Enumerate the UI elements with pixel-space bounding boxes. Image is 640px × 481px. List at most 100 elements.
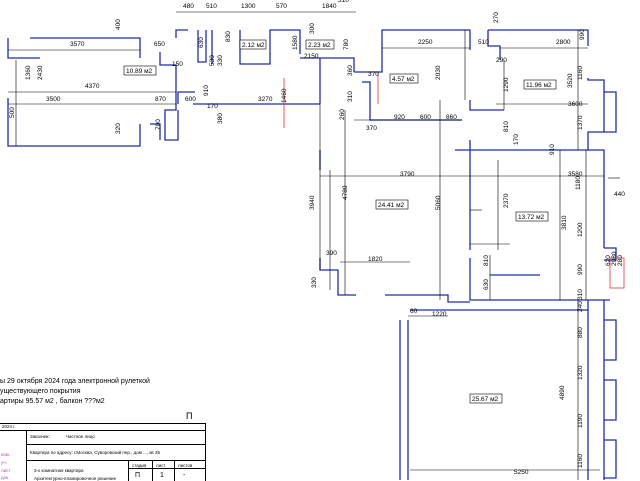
dimension-label: 860 bbox=[446, 114, 457, 121]
dimension-label: 570 bbox=[276, 3, 287, 10]
dimension-label: 700 bbox=[155, 119, 162, 130]
room-area-labels: 10.89 м2 2.12 м2 2.23 м2 4.57 м2 11.96 м2 24.… bbox=[123, 39, 557, 404]
stamp-flat-type: 3-х комнатная квартира bbox=[34, 468, 84, 473]
room-area-label: 2.12 м2 bbox=[239, 39, 267, 50]
dimension-label: 380 bbox=[217, 113, 224, 124]
dimension-label: 2150 bbox=[304, 53, 319, 60]
svg-text:2.12 м2: 2.12 м2 bbox=[242, 42, 265, 49]
dimension-label: 510 bbox=[478, 39, 489, 46]
dimension-label: 990 bbox=[579, 29, 586, 40]
dimension-label: 60 bbox=[410, 308, 418, 315]
stamp-stage: П bbox=[135, 472, 141, 479]
dimension-label: 1220 bbox=[432, 311, 447, 318]
dimension-label: 990 bbox=[577, 264, 584, 275]
svg-text:25.67 м2: 25.67 м2 bbox=[472, 396, 499, 403]
dimension-label: 1300 bbox=[241, 3, 256, 10]
dimension-label: 1370 bbox=[577, 115, 584, 130]
room-area-label: 4.57 м2 bbox=[389, 73, 419, 84]
room-area-label: 24.41 м2 bbox=[375, 199, 409, 210]
dimension-label: 5250 bbox=[514, 469, 529, 476]
dimension-label: 4370 bbox=[85, 83, 100, 90]
dimension-label: 630 bbox=[198, 37, 205, 48]
room-area-label: 2.23 м2 bbox=[305, 39, 335, 50]
room-area-label: 13.72 м2 bbox=[515, 211, 549, 222]
dimension-label: 780 bbox=[343, 39, 350, 50]
dimension-label: 170 bbox=[513, 134, 520, 145]
dimension-label: 320 bbox=[115, 123, 122, 134]
dimension-label: 310 bbox=[338, 0, 349, 4]
dimension-label: 370 bbox=[366, 125, 377, 132]
dimension-label: 1160 bbox=[577, 66, 584, 80]
dimension-label: 650 bbox=[154, 41, 165, 48]
dimension-label: 1840 bbox=[322, 3, 337, 10]
dimension-label: 880 bbox=[577, 327, 584, 338]
dimension-label: 370 bbox=[368, 71, 379, 78]
dimension-label: 240 bbox=[577, 301, 584, 312]
dimension-label: 3810 bbox=[561, 215, 568, 230]
dimension-label: 4890 bbox=[559, 385, 566, 400]
dimension-label: 270 bbox=[493, 12, 500, 23]
dimension-label: 500 bbox=[9, 107, 16, 118]
dimension-label: 810 bbox=[483, 255, 490, 266]
dimension-label: 310 bbox=[347, 91, 354, 102]
stamp-side-sheet: лист bbox=[1, 468, 11, 473]
dimension-label: 3570 bbox=[70, 41, 85, 48]
stamp-customer-value: Частное лицо bbox=[66, 434, 95, 439]
dimension-label: 390 bbox=[326, 250, 337, 257]
dimension-label: 600 bbox=[420, 114, 431, 121]
dimension-label: 810 bbox=[503, 121, 510, 132]
dimension-label: 1180 bbox=[575, 176, 582, 190]
dimension-label: 3580 bbox=[568, 171, 583, 178]
dimension-label: 2800 bbox=[556, 39, 571, 46]
dimension-label: 280 bbox=[617, 255, 624, 266]
svg-text:13.72 м2: 13.72 м2 bbox=[518, 214, 545, 221]
dimension-label: 830 bbox=[225, 31, 232, 42]
dimension-label: 630 bbox=[483, 279, 490, 290]
sheet-letter: П bbox=[186, 411, 193, 421]
stamp-side-doc: док. bbox=[1, 475, 10, 480]
room-area-label: 10.89 м2 bbox=[123, 65, 157, 76]
stamp-col-sheets: листов bbox=[178, 463, 193, 468]
title-block: 2024 г. изм. уч. лист док. Заказчик: Час… bbox=[0, 423, 206, 481]
dimension-label: 360 bbox=[347, 65, 354, 76]
dimension-label: 3270 bbox=[258, 96, 273, 103]
dimension-label: 170 bbox=[207, 103, 218, 110]
room-area-label: 25.67 м2 bbox=[469, 393, 503, 404]
dimension-label: 1290 bbox=[503, 77, 510, 92]
dimension-label: 3500 bbox=[46, 96, 61, 103]
dimension-label: 3940 bbox=[309, 195, 316, 210]
dimension-label: 5060 bbox=[435, 195, 442, 210]
dimension-label: 400 bbox=[115, 19, 122, 30]
dimension-label: 330 bbox=[217, 55, 224, 66]
dimension-label: 870 bbox=[155, 96, 166, 103]
svg-text:2.23 м2: 2.23 м2 bbox=[308, 42, 331, 49]
dimension-label: 1580 bbox=[292, 35, 299, 50]
stamp-col-sheet: лист bbox=[156, 463, 166, 468]
stamp-side-section: уч. bbox=[1, 460, 7, 465]
dimension-label: 1460 bbox=[281, 88, 288, 103]
dimension-label: 1360 bbox=[25, 65, 32, 80]
dimension-label: 600 bbox=[185, 96, 196, 103]
dimension-label: 1320 bbox=[577, 365, 584, 380]
dimension-label: 3520 bbox=[567, 73, 574, 88]
room-area-label: 11.96 м2 bbox=[523, 79, 557, 90]
dimension-label: 910 bbox=[203, 85, 210, 96]
walls bbox=[7, 29, 617, 480]
stamp-customer-label: Заказчик: bbox=[30, 434, 50, 439]
dimension-label: 2370 bbox=[503, 193, 510, 208]
dimension-label: 910 bbox=[549, 144, 556, 155]
stamp-drawing-title: Архитектурно-планировочное решение bbox=[34, 476, 117, 481]
dimension-label: 1820 bbox=[368, 256, 383, 263]
svg-text:10.89 м2: 10.89 м2 bbox=[126, 68, 153, 75]
dimension-label: 150 bbox=[172, 61, 183, 68]
dimension-label: 1190 bbox=[577, 414, 584, 428]
dimension-label: 620 bbox=[605, 255, 612, 266]
dimension-label: 2080 bbox=[611, 251, 618, 266]
dimension-label: 300 bbox=[309, 23, 316, 34]
stamp-side-change: изм. bbox=[1, 452, 10, 457]
survey-note-area: артиры 95.57 м2 , балкон ???м2 bbox=[0, 398, 105, 405]
dimension-label: 310 bbox=[577, 289, 584, 300]
stamp-sheets: - bbox=[183, 472, 186, 479]
dimension-label: 3600 bbox=[568, 101, 583, 108]
